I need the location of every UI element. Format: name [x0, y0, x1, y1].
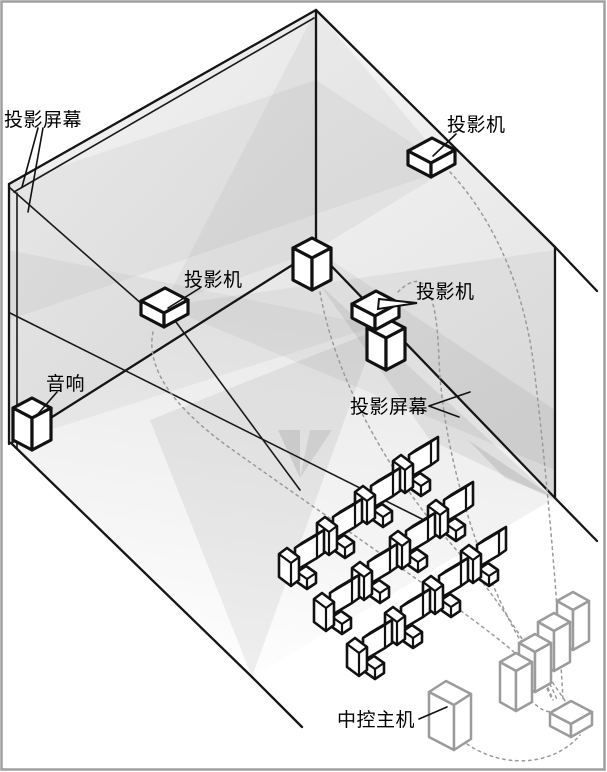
- label-speaker: 音响: [46, 373, 85, 395]
- cable-device-to-hub: [530, 699, 557, 713]
- room-edges: [7, 8, 599, 729]
- label-control-host: 中控主机: [337, 709, 415, 731]
- equipment-rack: [427, 590, 594, 752]
- equipment: [11, 136, 457, 452]
- projection-cone-pointer: [376, 297, 418, 311]
- label-projector-mid-left: 投影机: [184, 269, 243, 291]
- label-projector-mid-right: 投影机: [416, 281, 475, 303]
- cable-mid-right-projector: [397, 280, 558, 701]
- theater-seat: [345, 618, 394, 681]
- leader-lines: [21, 127, 471, 720]
- cable-device-to-hub: [548, 676, 567, 704]
- right-wall-surface: [316, 10, 555, 498]
- control-host-box: [427, 679, 473, 752]
- label-screen-mid-right: 投影屏幕: [350, 396, 428, 418]
- labels: 投影屏幕 投影机 投影机 投影机 音响 投影屏幕 中控主机: [4, 109, 506, 731]
- corner-device-box: [291, 236, 333, 292]
- beam-edge-line: [8, 186, 144, 306]
- hub-box: [548, 699, 594, 739]
- cable-top-right-projector: [449, 171, 564, 701]
- cable-hub-to-host: [466, 734, 581, 762]
- left-wall-screen-surface: [9, 10, 316, 443]
- label-projector-top-right: 投影机: [447, 114, 506, 136]
- beam-edge-line: [175, 321, 301, 491]
- rack-device: [498, 651, 534, 713]
- label-screen-top-left: 投影屏幕: [4, 109, 82, 131]
